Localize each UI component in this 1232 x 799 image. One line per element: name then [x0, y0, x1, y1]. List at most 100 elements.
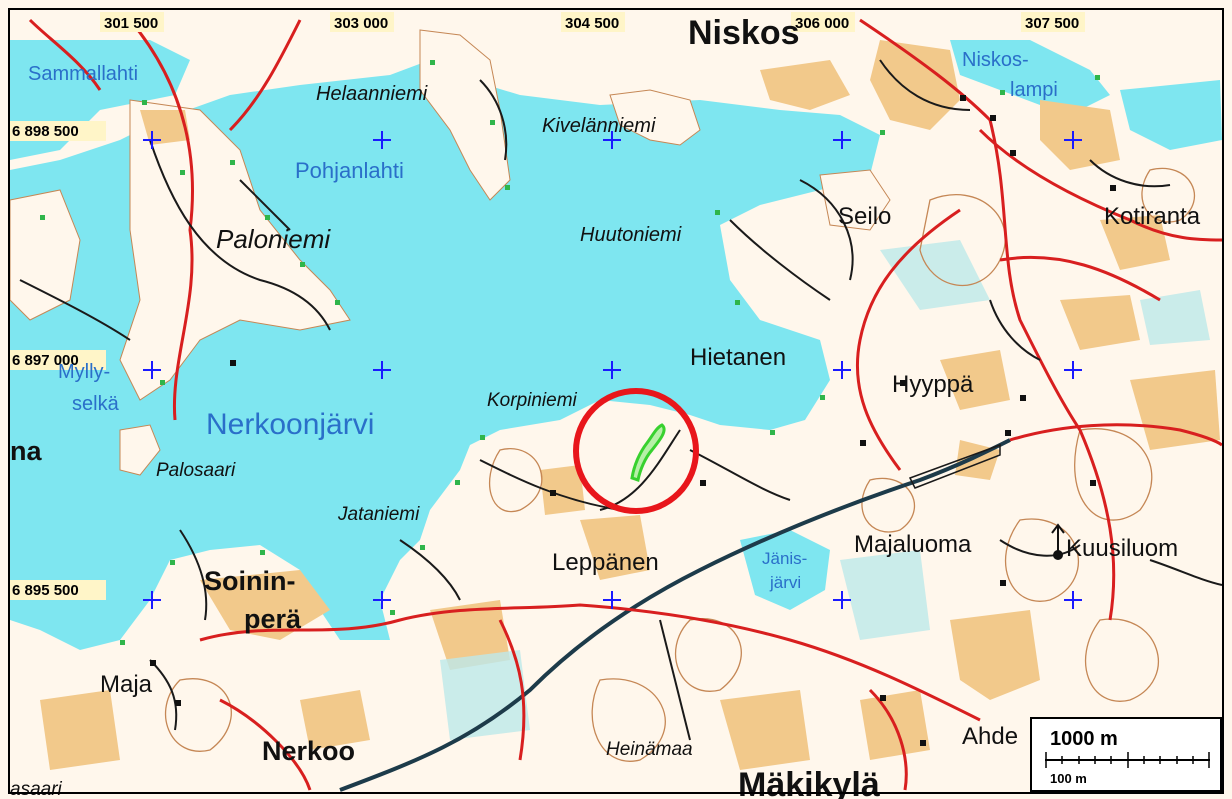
- label-kivelanniemi: Kivelänniemi: [542, 115, 656, 137]
- shore-dot: [430, 60, 435, 65]
- marsh: [1140, 290, 1210, 345]
- main-road: [199, 603, 981, 722]
- label-helaanniemi: Helaanniemi: [316, 83, 428, 105]
- main-road: [999, 255, 1161, 302]
- shore-dot: [120, 640, 125, 645]
- water-niskoslampi: [950, 40, 1110, 110]
- main-road-layer: [28, 18, 1223, 791]
- main-road: [859, 18, 1082, 431]
- coord-label-y2: 6 897 000: [12, 352, 79, 369]
- grid-cross: [373, 361, 391, 379]
- main-road: [855, 208, 961, 471]
- field: [940, 350, 1010, 410]
- main-road: [498, 619, 526, 761]
- main-road: [1009, 423, 1223, 447]
- shore-dot: [490, 120, 495, 125]
- field: [540, 465, 585, 515]
- field: [1040, 100, 1120, 170]
- field: [580, 515, 650, 580]
- building: [175, 700, 181, 706]
- label-sammallahti: Sammallahti: [28, 63, 138, 85]
- coord-label-box: [10, 580, 106, 600]
- building: [1110, 185, 1116, 191]
- label-nerkoonjarvi: Nerkoonjärvi: [206, 408, 374, 441]
- building: [1010, 150, 1016, 156]
- label-palosaari: Palosaari: [156, 460, 236, 481]
- map-frame: [8, 8, 1224, 794]
- coord-label-x3: 304 500: [565, 15, 619, 32]
- grid-cross: [143, 361, 161, 379]
- scale-bar-box: [1030, 717, 1222, 792]
- label-seilo: Seilo: [838, 203, 891, 230]
- water-topright: [1120, 80, 1222, 150]
- small-road: [729, 219, 831, 301]
- small-road: [399, 539, 461, 601]
- label-maja: Maja: [100, 671, 153, 698]
- field: [760, 60, 850, 110]
- landmark-symbol: [1051, 523, 1065, 560]
- shore-dot: [265, 215, 270, 220]
- target-area: [630, 423, 666, 482]
- land-palosaari: [119, 424, 161, 476]
- label-jataniemi: Jataniemi: [337, 504, 420, 525]
- grid-cross: [143, 131, 161, 149]
- field: [1130, 370, 1220, 450]
- grid-cross: [373, 131, 391, 149]
- contour: [488, 448, 543, 513]
- label-na: na: [10, 436, 42, 466]
- label-paloniemi: Paloniemi: [216, 224, 331, 254]
- shore-dot: [335, 300, 340, 305]
- main-road: [228, 19, 302, 132]
- land-kivelanniemi: [609, 89, 701, 146]
- field: [200, 570, 330, 640]
- small-road: [239, 179, 291, 231]
- small-road: [149, 659, 178, 731]
- coord-label-box: [561, 12, 625, 32]
- small-road: [799, 179, 854, 281]
- building: [550, 490, 556, 496]
- grid-cross: [373, 591, 391, 609]
- shore-dot: [770, 430, 775, 435]
- coord-label-box: [791, 12, 855, 32]
- coord-label-box: [10, 350, 106, 370]
- coord-label-x1: 301 500: [104, 15, 158, 32]
- land-helaanniemi: [419, 29, 511, 201]
- shore-dot: [390, 610, 395, 615]
- small-road: [1089, 159, 1171, 188]
- main-road: [128, 19, 194, 421]
- building: [860, 440, 866, 446]
- railway-station: [908, 443, 1001, 489]
- coord-label-x2: 303 000: [334, 15, 388, 32]
- grid-cross: [603, 591, 621, 609]
- railway-line: [339, 438, 1011, 792]
- small-road: [999, 539, 1081, 557]
- label-heinamaa: Heinämaa: [606, 739, 693, 760]
- small-road: [689, 449, 791, 501]
- landmark-arrow: [1051, 523, 1065, 534]
- small-road: [659, 619, 691, 741]
- label-niskoslampi-1: Niskos-: [962, 49, 1029, 71]
- main-road: [1078, 429, 1116, 621]
- shore-dot: [455, 480, 460, 485]
- label-asaari: asaari: [10, 779, 63, 799]
- contour: [591, 678, 666, 762]
- contour: [1141, 167, 1196, 223]
- scale-bar-ticks: [1045, 752, 1210, 768]
- building: [1020, 395, 1026, 401]
- label-nerkoo: Nerkoo: [262, 736, 355, 766]
- grid-cross: [833, 361, 851, 379]
- grid-cross: [1064, 131, 1082, 149]
- building-layer: [150, 95, 1116, 746]
- terrain-labels: Helaanniemi Kivelänniemi Paloniemi Huuto…: [10, 83, 693, 799]
- shore-dot: [735, 300, 740, 305]
- small-road: [19, 279, 131, 341]
- land-paloniemi: [119, 99, 351, 401]
- field: [430, 600, 510, 670]
- label-korpiniemi: Korpiniemi: [487, 390, 578, 411]
- label-niskos: Niskos: [688, 14, 800, 52]
- small-road: [479, 459, 621, 511]
- landmark-dot: [1053, 550, 1063, 560]
- label-myllyselka-2: selkä: [72, 393, 120, 415]
